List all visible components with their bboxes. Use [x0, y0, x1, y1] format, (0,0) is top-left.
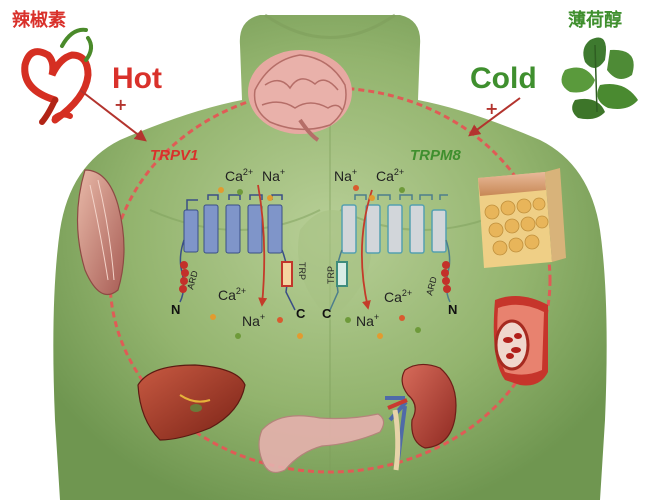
trp-label-left: TRP — [297, 262, 307, 280]
ion-na-bottom-right: Na+ — [356, 312, 379, 329]
c-terminus-right: C — [322, 306, 332, 321]
trpm8-channel — [329, 194, 451, 311]
hot-label: Hot — [112, 62, 162, 95]
muscle-illustration — [76, 169, 125, 295]
ion-ca-top-right: Ca2+ — [376, 167, 404, 184]
ion-na-top-left: Na+ — [262, 167, 285, 184]
blood-vessel-illustration — [493, 296, 548, 386]
kidney-illustration — [385, 363, 457, 471]
trpv1-label: TRPV1 — [150, 147, 198, 164]
skin-illustration — [478, 168, 566, 268]
ard-label-left: ARD — [185, 269, 200, 290]
liver-illustration — [137, 364, 246, 441]
c-terminus-left: C — [296, 306, 306, 321]
n-terminus-left: N — [171, 302, 180, 317]
ion-particles — [210, 185, 421, 339]
trpm8-label: TRPM8 — [410, 147, 461, 164]
ard-label-right: ARD — [424, 275, 439, 296]
menthol-label: 薄荷醇 — [568, 9, 622, 31]
chili-pepper-illustration — [21, 27, 93, 125]
hot-arrow — [79, 89, 147, 142]
capsaicin-label: 辣椒素 — [12, 9, 66, 31]
brain-illustration — [248, 50, 352, 142]
cold-arrow — [468, 97, 521, 137]
hot-plus-sign: + — [114, 95, 127, 114]
trpv1-channel — [179, 194, 296, 311]
pancreas-illustration — [258, 413, 385, 473]
cold-label: Cold — [470, 62, 537, 95]
ion-na-top-right: Na+ — [334, 167, 357, 184]
ion-flow-arrows — [257, 184, 373, 310]
cold-plus-sign: + — [485, 99, 498, 118]
ion-ca-top-left: Ca2+ — [225, 167, 253, 184]
mint-leaves-illustration — [561, 37, 638, 120]
ion-ca-bottom-right: Ca2+ — [384, 288, 412, 305]
n-terminus-right: N — [448, 302, 457, 317]
ion-na-bottom-left: Na+ — [242, 312, 265, 329]
ion-ca-bottom-left: Ca2+ — [218, 286, 246, 303]
trp-label-right: TRP — [326, 266, 336, 284]
